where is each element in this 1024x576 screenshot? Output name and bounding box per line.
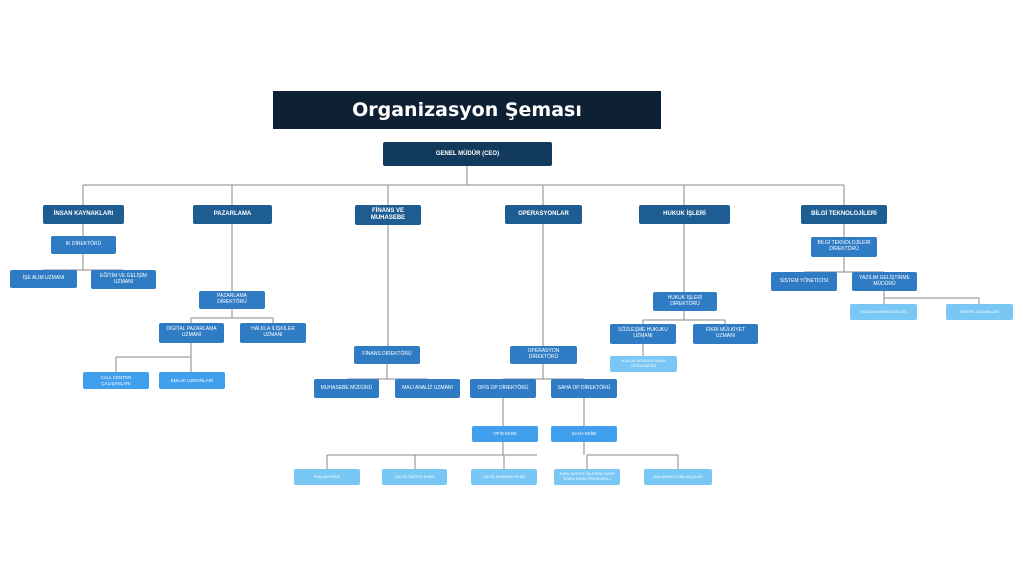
node-hukuk-isleri-direktoru: HUKUK İŞLERİ DİREKTÖRÜ [653, 292, 717, 311]
node-ofis-ekibi: OFİS EKİBİ [472, 426, 538, 442]
node-pazarlama: PAZARLAMA [193, 205, 272, 224]
node-sistem-yoneticisi: SİSTEM YÖNETİCİSİ [771, 272, 837, 291]
node-operasyonlar: OPERASYONLAR [505, 205, 582, 224]
node-ise-alim-uzmani: İŞE ALIM UZMANI [10, 270, 77, 288]
node-hukuk-saha-gozlemcisi: HUKUK KONUSU SAHA GÖZLEMCİSİ [610, 356, 677, 372]
node-ceo: GENEL MÜDÜR (CEO) [383, 142, 552, 166]
node-operasyon-direktoru: OPERASYON DİREKTÖRÜ [510, 346, 577, 364]
node-satis-oncesi-ekibi: SATIŞ ÖNCESİ EKİBİ [382, 469, 447, 485]
node-finans-direktoru: FİNANS DİREKTÖRÜ [354, 346, 420, 364]
node-ofis-op-direktoru: OFİS OP DİREKTÖRÜ [470, 379, 536, 398]
node-insan-kaynaklari: İNSAN KAYNAKLARI [43, 205, 124, 224]
node-muhasebe-muduru: MUHASEBE MÜDÜRÜ [314, 379, 379, 398]
node-grafik-uzmanlari: GRAFİK UZMANLARI [946, 304, 1013, 320]
node-anlasmali-emlakcilar: ANLAŞMALI EMLAKÇILAR [644, 469, 712, 485]
node-yazilim-muhendisleri: YAZILIM MÜHENDİSLERİ [850, 304, 917, 320]
node-egitim-gelisim-uzmani: EĞİTİM VE GELİŞİM UZMANI [91, 270, 156, 289]
node-satis-sonrasi-ekibi: SATIŞ SONRASI EKİBİ [471, 469, 537, 485]
node-saha-op-direktoru: SAHA OP DİREKTÖRÜ [551, 379, 617, 398]
node-call-center: CALL CENTER ÇALIŞANLARI [83, 372, 149, 389]
node-bilgi-teknolojileri-direktoru: BİLGİ TEKNOLOJİLERİ DİREKTÖRÜ [811, 237, 877, 257]
node-halkla-iliskiler-uzmani: HALKLA İLİŞKİLER UZMANI [240, 323, 306, 343]
node-hukuk-isleri: HUKUK İŞLERİ [639, 205, 730, 224]
node-bilgi-teknolojileri: BİLGİ TEKNOLOJİLERİ [801, 205, 887, 224]
node-emlak-uzmanlari: EMLAK UZMANLARI [159, 372, 225, 389]
node-tapu-noter-saha-personeli: TAPU NOTER İŞLERİNİ TAKİP EDEN SAHA PERS… [554, 469, 620, 485]
node-saha-ekibi: SAHA EKİBİ [551, 426, 617, 442]
node-yazilim-gelistirme-muduru: YAZILIM GELİŞTİRME MÜDÜRÜ [852, 272, 917, 291]
node-pazarlama-direktoru: PAZARLAMA DİREKTÖRÜ [199, 291, 265, 309]
node-ik-direktoru: IK DİREKTÖRÜ [51, 236, 116, 254]
node-fikri-mulkiyet-uzmani: FİKRİ MÜLKİYET UZMANI [693, 324, 758, 344]
node-ilan-ekibi: İHALAM EKİBİ [294, 469, 360, 485]
chart-title: Organizasyon Şeması [273, 91, 661, 129]
node-mali-analiz-uzmani: MALİ ANALİZ UZMANI [395, 379, 460, 398]
node-sozlesme-hukuku-uzmani: SÖZLEŞME HUKUKU UZMANI [610, 324, 676, 344]
node-finans-muhasebe: FİNANS VE MUHASEBE [355, 205, 421, 225]
node-dijital-pazarlama-uzmani: DİGİTAL PAZARLAMA UZMANI [159, 323, 224, 343]
